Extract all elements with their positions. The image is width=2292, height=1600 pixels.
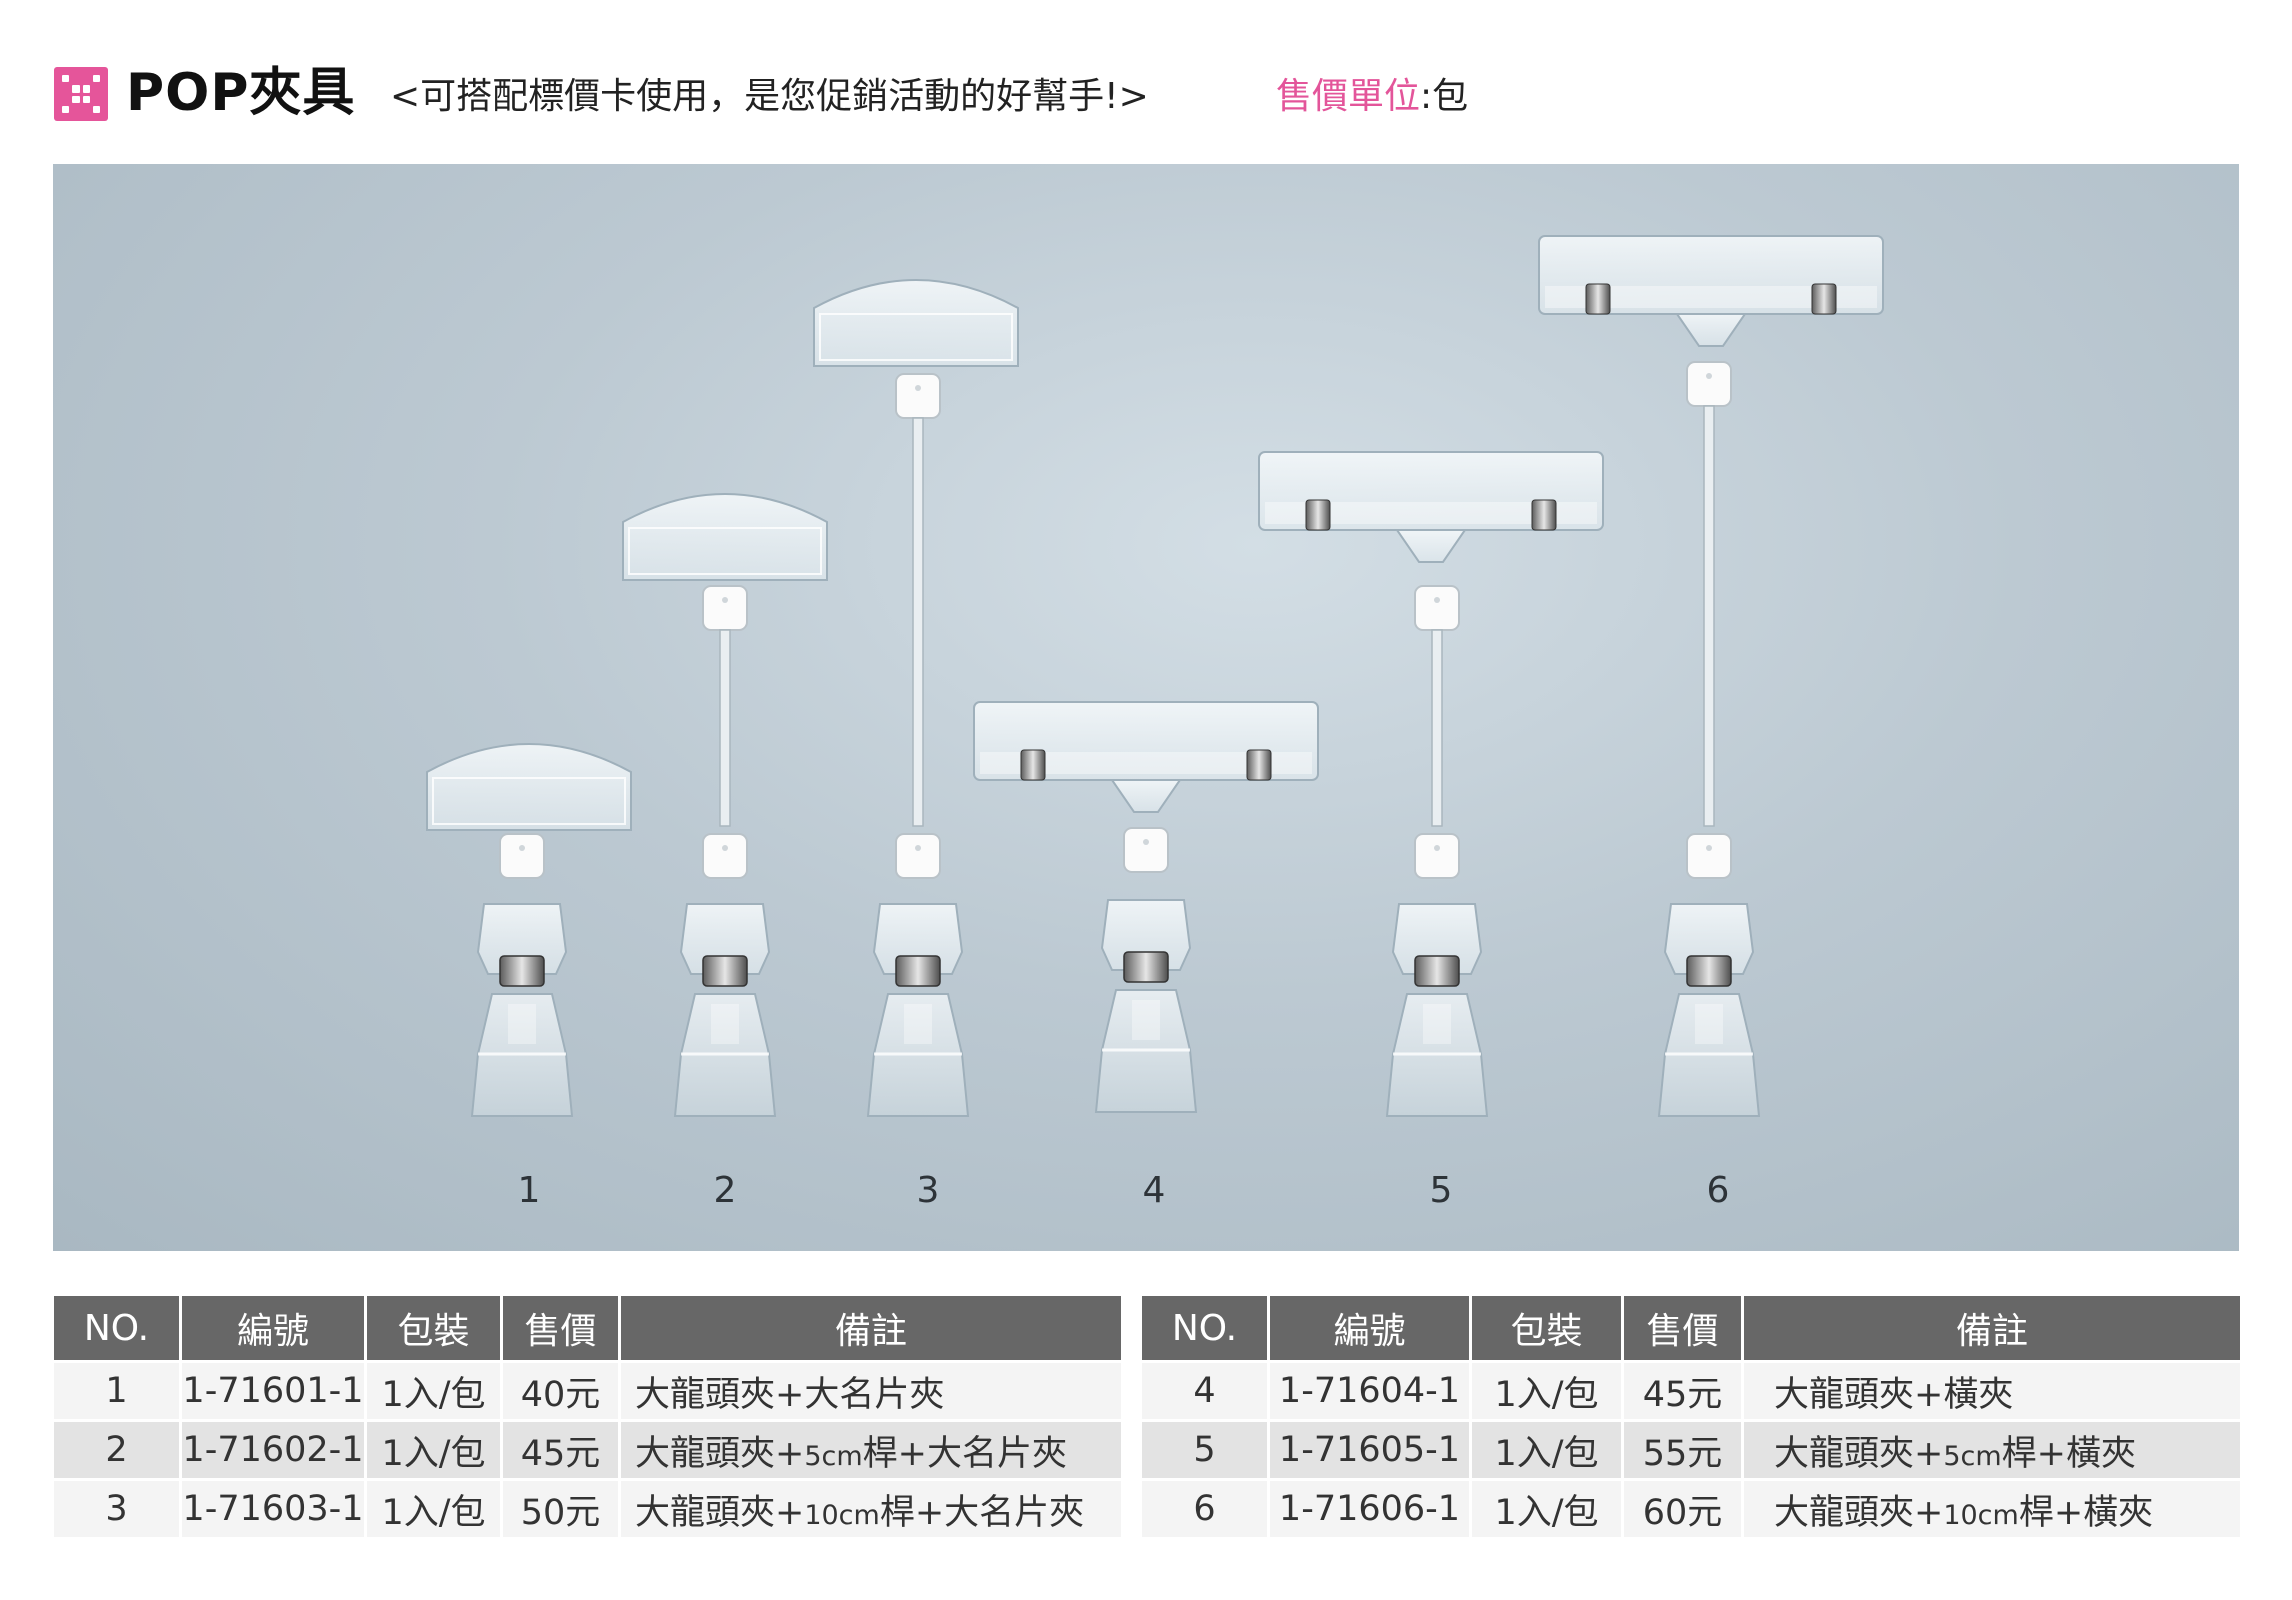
clip-item-1 <box>426 743 632 1118</box>
cell-no: 1 <box>54 1360 182 1419</box>
cell-pack: 1入/包 <box>1472 1478 1624 1537</box>
cell-no: 5 <box>1142 1419 1270 1478</box>
note-text-end: 桿+大名片夾 <box>862 1433 1067 1474</box>
item-number-label: 1 <box>517 1170 541 1211</box>
cell-price: 55元 <box>1624 1419 1744 1478</box>
cell-price: 50元 <box>503 1478 621 1537</box>
cell-code: 1-71603-1 <box>182 1478 367 1537</box>
note-text-end: 桿+橫夾 <box>2001 1433 2136 1474</box>
cell-no: 6 <box>1142 1478 1270 1537</box>
note-size: 5cm <box>1943 1440 2002 1472</box>
clip-item-2 <box>622 493 828 1118</box>
item-number-label: 6 <box>1706 1170 1730 1211</box>
table-header-row: NO. 編號 包裝 售價 備註 <box>1142 1296 2240 1360</box>
item-number-label: 4 <box>1142 1170 1166 1211</box>
column-header-note: 備註 <box>1744 1296 2240 1360</box>
column-header-code: 編號 <box>182 1296 367 1360</box>
cell-note: 大龍頭夾+5cm桿+橫夾 <box>1744 1419 2240 1478</box>
note-text-end: 桿+橫夾 <box>2018 1492 2154 1533</box>
note-text: 大龍頭夾+橫夾 <box>1774 1374 2014 1415</box>
note-text: 大龍頭夾+ <box>635 1433 805 1474</box>
cell-code: 1-71601-1 <box>182 1360 367 1419</box>
price-unit: 售價單位:包 <box>1276 72 1468 122</box>
page-title: POP夾具 <box>126 63 356 123</box>
note-text: 大龍頭夾+ <box>635 1492 805 1533</box>
table-row: 5 1-71605-1 1入/包 55元 大龍頭夾+5cm桿+橫夾 <box>1142 1419 2240 1478</box>
table-row: 3 1-71603-1 1入/包 50元 大龍頭夾+10cm桿+大名片夾 <box>54 1478 1121 1537</box>
note-size: 10cm <box>804 1499 880 1531</box>
cell-code: 1-71605-1 <box>1270 1419 1472 1478</box>
price-unit-value: :包 <box>1420 76 1469 117</box>
cell-note: 大龍頭夾+大名片夾 <box>621 1360 1121 1419</box>
price-unit-label: 售價單位 <box>1276 76 1421 117</box>
cell-note: 大龍頭夾+10cm桿+大名片夾 <box>621 1478 1121 1537</box>
table-header-row: NO. 編號 包裝 售價 備註 <box>54 1296 1121 1360</box>
column-header-price: 售價 <box>1624 1296 1744 1360</box>
product-illustration <box>426 235 1884 1118</box>
column-header-pack: 包裝 <box>1472 1296 1624 1360</box>
cell-code: 1-71606-1 <box>1270 1478 1472 1537</box>
spec-table-left: NO. 編號 包裝 售價 備註 1 1-71601-1 1入/包 40元 大龍頭… <box>54 1296 1121 1537</box>
cell-code: 1-71604-1 <box>1270 1360 1472 1419</box>
item-number-label: 5 <box>1429 1170 1453 1211</box>
cell-pack: 1入/包 <box>367 1419 503 1478</box>
cell-code: 1-71602-1 <box>182 1419 367 1478</box>
clip-item-3 <box>813 279 1019 1118</box>
item-number-label: 2 <box>713 1170 737 1211</box>
column-header-code: 編號 <box>1270 1296 1472 1360</box>
table-row: 6 1-71606-1 1入/包 60元 大龍頭夾+10cm桿+橫夾 <box>1142 1478 2240 1537</box>
column-header-price: 售價 <box>503 1296 621 1360</box>
note-size: 5cm <box>804 1440 863 1472</box>
cell-note: 大龍頭夾+10cm桿+橫夾 <box>1744 1478 2240 1537</box>
note-text: 大龍頭夾+ <box>1774 1433 1944 1474</box>
cell-no: 4 <box>1142 1360 1270 1419</box>
spec-table-right: NO. 編號 包裝 售價 備註 4 1-71604-1 1入/包 45元 大龍頭… <box>1142 1296 2240 1537</box>
cell-price: 40元 <box>503 1360 621 1419</box>
product-photo: 1 2 3 4 5 6 <box>53 164 2239 1251</box>
table-row: 4 1-71604-1 1入/包 45元 大龍頭夾+橫夾 <box>1142 1360 2240 1419</box>
column-header-no: NO. <box>1142 1296 1270 1360</box>
note-size: 10cm <box>1943 1499 2019 1531</box>
note-text: 大龍頭夾+大名片夾 <box>635 1374 945 1415</box>
cell-pack: 1入/包 <box>1472 1419 1624 1478</box>
cell-pack: 1入/包 <box>367 1478 503 1537</box>
cell-pack: 1入/包 <box>1472 1360 1624 1419</box>
cell-pack: 1入/包 <box>367 1360 503 1419</box>
cell-no: 2 <box>54 1419 182 1478</box>
table-row: 1 1-71601-1 1入/包 40元 大龍頭夾+大名片夾 <box>54 1360 1121 1419</box>
cell-price: 60元 <box>1624 1478 1744 1537</box>
cell-note: 大龍頭夾+5cm桿+大名片夾 <box>621 1419 1121 1478</box>
column-header-note: 備註 <box>621 1296 1121 1360</box>
column-header-pack: 包裝 <box>367 1296 503 1360</box>
item-number-label: 3 <box>916 1170 940 1211</box>
column-header-no: NO. <box>54 1296 182 1360</box>
clip-item-6 <box>1538 235 1884 1118</box>
clip-item-5 <box>1258 451 1604 1118</box>
dots-logo-icon <box>54 67 108 121</box>
cell-note: 大龍頭夾+橫夾 <box>1744 1360 2240 1419</box>
page-header: POP夾具 <可搭配標價卡使用，是您促銷活動的好幫手!> 售價單位:包 <box>54 58 2254 128</box>
table-row: 2 1-71602-1 1入/包 45元 大龍頭夾+5cm桿+大名片夾 <box>54 1419 1121 1478</box>
cell-price: 45元 <box>503 1419 621 1478</box>
note-text-end: 桿+大名片夾 <box>879 1492 1085 1533</box>
cell-no: 3 <box>54 1478 182 1537</box>
page-subtitle: <可搭配標價卡使用，是您促銷活動的好幫手!> <box>390 76 1149 117</box>
clip-item-4 <box>973 701 1319 1114</box>
cell-price: 45元 <box>1624 1360 1744 1419</box>
note-text: 大龍頭夾+ <box>1774 1492 1944 1533</box>
